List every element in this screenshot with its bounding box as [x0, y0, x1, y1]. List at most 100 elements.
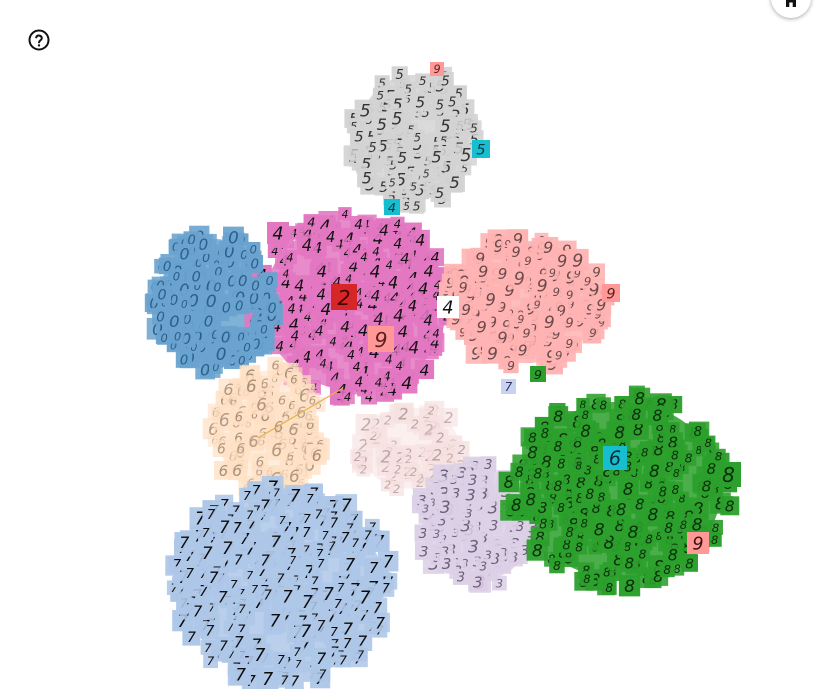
digit-tile-5[interactable]: 5 — [455, 143, 477, 167]
digit-tile-7[interactable]: 7 — [214, 516, 235, 538]
digit-tile-2[interactable]: 2 — [424, 403, 438, 418]
digit-tile-0[interactable]: 0 — [210, 343, 232, 365]
digit-tile-0[interactable]: 0 — [200, 290, 223, 312]
digit-tile-3[interactable]: 3 — [468, 572, 488, 592]
digit-tile-8[interactable]: 8 — [654, 483, 672, 500]
digit-tile-4[interactable]: 4 — [382, 258, 397, 272]
digit-tile-5[interactable]: 5 — [385, 175, 399, 189]
digit-tile-2[interactable]: 2 — [432, 429, 449, 446]
digit-tile-8[interactable]: 8 — [510, 462, 529, 481]
digit-tile-7[interactable]: 7 — [298, 523, 315, 541]
digit-tile-8[interactable]: 8 — [549, 557, 565, 574]
digit-tile-5[interactable]: 5 — [349, 126, 369, 146]
digit-tile-4[interactable]: 4 — [326, 334, 341, 348]
digit-tile-8[interactable]: 8 — [578, 407, 593, 422]
digit-tile-4[interactable]: 4 — [395, 372, 418, 394]
digit-tile-2[interactable]: 2 — [375, 445, 397, 467]
digit-tile-7[interactable]: 7 — [203, 567, 224, 587]
digit-tile-7[interactable]: 7 — [339, 553, 361, 575]
digit-tile-0[interactable]: 0 — [199, 311, 218, 331]
digit-tile-4[interactable]: 4 — [410, 229, 430, 250]
digit-tile-9[interactable]: 9 — [551, 347, 566, 363]
digit-tile-0[interactable]: 0 — [233, 271, 253, 290]
highlighted-tile-4[interactable]: 4 — [267, 222, 289, 245]
digit-tile-8[interactable]: 8 — [549, 476, 567, 495]
home-button[interactable] — [771, 0, 811, 18]
digit-tile-7[interactable]: 7 — [364, 558, 383, 577]
digit-tile-7[interactable]: 7 — [264, 609, 286, 632]
digit-tile-5[interactable]: 5 — [444, 93, 461, 111]
digit-tile-7[interactable]: 7 — [247, 581, 262, 596]
digit-tile-5[interactable]: 5 — [466, 120, 482, 136]
digit-tile-6[interactable]: 6 — [227, 460, 248, 480]
digit-tile-8[interactable]: 8 — [611, 499, 632, 520]
digit-tile-5[interactable]: 5 — [364, 138, 381, 156]
digit-tile-5[interactable]: 5 — [406, 179, 421, 194]
digit-tile-5[interactable]: 5 — [444, 171, 465, 192]
digit-tile-4[interactable]: 4 — [348, 358, 365, 375]
digit-tile-6[interactable]: 6 — [283, 465, 305, 487]
digit-tile-4[interactable]: 4 — [418, 310, 438, 330]
digit-tile-7[interactable]: 7 — [289, 644, 305, 659]
digit-tile-8[interactable]: 8 — [526, 539, 548, 562]
digit-tile-8[interactable]: 8 — [637, 444, 652, 460]
digit-tile-0[interactable]: 0 — [153, 285, 171, 304]
digit-tile-4[interactable]: 4 — [321, 227, 340, 246]
digit-tile-8[interactable]: 8 — [667, 447, 683, 463]
digit-tile-5[interactable]: 5 — [372, 87, 388, 103]
digit-tile-0[interactable]: 0 — [187, 267, 206, 286]
highlighted-tile-9[interactable]: 9 — [430, 62, 444, 76]
highlighted-tile-8[interactable]: 8 — [716, 462, 741, 487]
digit-tile-9[interactable]: 9 — [561, 314, 578, 332]
digit-tile-2[interactable]: 2 — [402, 452, 415, 466]
digit-tile-4[interactable]: 4 — [370, 374, 386, 390]
digit-tile-9[interactable]: 9 — [493, 263, 512, 283]
digit-tile-4[interactable]: 4 — [364, 260, 386, 283]
digit-tile-7[interactable]: 7 — [310, 506, 327, 522]
digit-tile-4[interactable]: 4 — [271, 337, 289, 355]
digit-tile-6[interactable]: 6 — [251, 393, 273, 415]
digit-tile-8[interactable]: 8 — [669, 466, 684, 480]
digit-tile-4[interactable]: 4 — [395, 249, 415, 268]
digit-tile-0[interactable]: 0 — [209, 279, 226, 295]
digit-tile-5[interactable]: 5 — [386, 107, 408, 130]
digit-tile-9[interactable]: 9 — [520, 253, 536, 268]
digit-tile-6[interactable]: 6 — [240, 375, 262, 397]
digit-tile-6[interactable]: 6 — [230, 408, 247, 426]
digit-tile-6[interactable]: 6 — [306, 445, 327, 465]
digit-tile-8[interactable]: 8 — [520, 489, 542, 510]
digit-tile-4[interactable]: 4 — [418, 260, 439, 281]
digit-tile-7[interactable]: 7 — [295, 619, 317, 642]
highlighted-tile-6[interactable]: 6 — [603, 446, 627, 470]
digit-tile-7[interactable]: 7 — [284, 484, 306, 506]
digit-tile-2[interactable]: 2 — [406, 415, 423, 432]
digit-tile-8[interactable]: 8 — [535, 515, 552, 533]
digit-tile-2[interactable]: 2 — [380, 412, 396, 428]
digit-tile-2[interactable]: 2 — [350, 449, 366, 465]
digit-tile-7[interactable]: 7 — [234, 601, 250, 617]
digit-tile-7[interactable]: 7 — [215, 637, 232, 655]
digit-tile-4[interactable]: 4 — [381, 351, 397, 367]
digit-tile-0[interactable]: 0 — [183, 231, 200, 248]
digit-tile-7[interactable]: 7 — [318, 528, 333, 542]
digit-tile-3[interactable]: 3 — [434, 496, 456, 518]
digit-tile-4[interactable]: 4 — [335, 316, 355, 336]
digit-tile-4[interactable]: 4 — [350, 373, 368, 391]
digit-tile-3[interactable]: 3 — [437, 553, 457, 573]
digit-tile-7[interactable]: 7 — [276, 586, 298, 607]
digit-tile-4[interactable]: 4 — [286, 327, 304, 345]
digit-tile-8[interactable]: 8 — [659, 562, 675, 577]
digit-tile-7[interactable]: 7 — [314, 666, 331, 682]
digit-tile-5[interactable]: 5 — [426, 146, 447, 167]
digit-tile-7[interactable]: 7 — [326, 623, 342, 640]
digit-tile-3[interactable]: 3 — [461, 505, 477, 521]
digit-tile-9[interactable]: 9 — [471, 316, 492, 337]
digit-tile-0[interactable]: 0 — [263, 298, 281, 317]
digit-tile-5[interactable]: 5 — [419, 166, 433, 181]
digit-tile-0[interactable]: 0 — [217, 298, 236, 317]
digit-tile-8[interactable]: 8 — [711, 448, 726, 464]
digit-tile-7[interactable]: 7 — [354, 586, 376, 609]
digit-tile-4[interactable]: 4 — [289, 275, 310, 295]
digit-tile-8[interactable]: 8 — [609, 421, 631, 443]
